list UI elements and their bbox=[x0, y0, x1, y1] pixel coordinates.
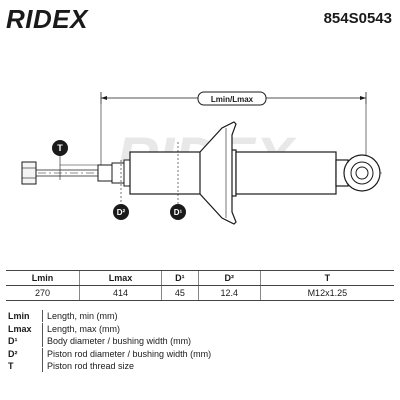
legend-key: T bbox=[8, 361, 14, 372]
brand-name: RIDEX bbox=[6, 3, 88, 34]
legend: Lmin Length, min (mm) Lmax Length, max (… bbox=[8, 310, 388, 373]
header-d1: D¹ bbox=[160, 270, 199, 286]
svg-text:D²: D² bbox=[117, 208, 126, 217]
header: RIDEX 854S0543 bbox=[0, 0, 400, 36]
nut-icon bbox=[21, 161, 37, 185]
dimension-label: Lmin/Lmax bbox=[211, 95, 254, 104]
shock-absorber-diagram: RIDEX Lmin/Lmax bbox=[21, 91, 385, 225]
legend-item: D¹ Body diameter / bushing width (mm) bbox=[8, 335, 388, 348]
part-number: 854S0543 bbox=[323, 10, 392, 27]
svg-text:T: T bbox=[57, 143, 63, 153]
legend-item: T Piston rod thread size bbox=[8, 360, 388, 373]
badge-d1: D¹ bbox=[170, 204, 186, 220]
length-dimension: Lmin/Lmax bbox=[100, 91, 367, 106]
body-tube bbox=[129, 149, 337, 197]
legend-desc: Length, max (mm) bbox=[42, 322, 120, 335]
legend-item: Lmax Length, max (mm) bbox=[8, 322, 388, 336]
header-lmax: Lmax bbox=[79, 270, 162, 286]
eye-mount bbox=[335, 154, 381, 192]
legend-key: Lmin bbox=[8, 311, 30, 322]
value-t: M12x1.25 bbox=[259, 285, 394, 301]
value-lmax: 414 bbox=[79, 285, 162, 301]
legend-key: D¹ bbox=[8, 336, 18, 347]
spring-seat bbox=[199, 121, 237, 225]
legend-desc: Piston rod thread size bbox=[42, 360, 134, 373]
badge-t: T bbox=[52, 140, 68, 156]
header-d2: D² bbox=[197, 270, 261, 286]
header-t: T bbox=[259, 270, 394, 286]
value-lmin: 270 bbox=[6, 285, 80, 301]
spec-table-header-row: Lmin Lmax D¹ D² T bbox=[6, 270, 394, 286]
badge-d2: D² bbox=[113, 204, 129, 220]
value-d1: 45 bbox=[160, 285, 199, 301]
legend-item: Lmin Length, min (mm) bbox=[8, 310, 388, 323]
legend-item: D² Piston rod diameter / bushing width (… bbox=[8, 347, 388, 361]
legend-key: D² bbox=[8, 348, 18, 359]
spec-table: Lmin Lmax D¹ D² T 270 414 45 12.4 M12x1.… bbox=[6, 270, 394, 301]
legend-desc: Body diameter / bushing width (mm) bbox=[42, 335, 191, 348]
brand-logo: RIDEX bbox=[6, 4, 88, 34]
legend-desc: Piston rod diameter / bushing width (mm) bbox=[42, 347, 211, 360]
value-d2: 12.4 bbox=[197, 285, 261, 301]
header-lmin: Lmin bbox=[6, 270, 80, 286]
legend-desc: Length, min (mm) bbox=[42, 310, 118, 323]
svg-text:D¹: D¹ bbox=[174, 208, 183, 217]
legend-key: Lmax bbox=[8, 323, 32, 334]
spec-table-value-row: 270 414 45 12.4 M12x1.25 bbox=[6, 285, 394, 301]
